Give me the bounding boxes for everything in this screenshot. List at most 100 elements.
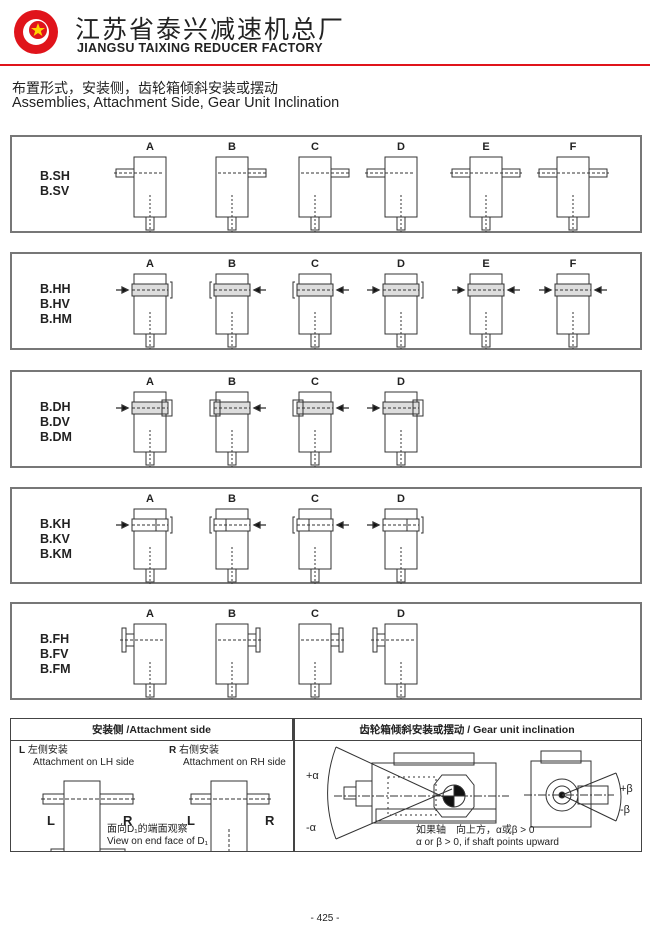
column-letter: A [146, 493, 154, 505]
inclination-diagram: +α -α +β -β [306, 746, 633, 840]
arrow-left-icon [252, 403, 266, 413]
arrow-right-icon [452, 285, 466, 295]
assembly-diagram-a: A [114, 141, 167, 232]
lh-diagram-l: L [47, 813, 55, 828]
column-letter: A [146, 376, 154, 388]
minus-alpha-label: -α [306, 822, 317, 834]
lh-cn: 左侧安装 [27, 745, 68, 756]
attachment-inclination-box: 安装侧 /Attachment side 齿轮箱倾斜安装或摆动 / Gear u… [10, 718, 642, 852]
arrow-left-icon [335, 520, 349, 530]
column-letter: A [146, 608, 154, 620]
column-letter: B [228, 258, 236, 270]
assembly-code: B.FM [40, 662, 71, 676]
assembly-code: B.DH [40, 400, 71, 414]
inclination-note-en: α or β > 0, if shaft points upward [416, 837, 559, 848]
arrow-left-icon [506, 285, 520, 295]
lh-letter: L [19, 745, 26, 756]
attachment-side-header: 安装侧 /Attachment side [11, 719, 293, 741]
arrow-right-icon [539, 285, 553, 295]
minus-beta-label: -β [620, 804, 630, 816]
assembly-diagram-f: F [537, 141, 609, 232]
plus-beta-label: +β [620, 783, 633, 795]
column-letter: A [146, 258, 154, 270]
arrow-left-icon [335, 403, 349, 413]
assembly-code: B.DM [40, 430, 72, 444]
assembly-diagram-a: A [120, 608, 167, 699]
lh-attachment-drawing [41, 780, 135, 851]
arrow-right-icon [367, 520, 381, 530]
assembly-code: B.SH [40, 169, 70, 183]
header-divider [0, 64, 650, 66]
column-letter: B [228, 376, 236, 388]
assembly-code: B.SV [40, 184, 70, 198]
assembly-diagram-c: C [292, 258, 349, 349]
assembly-code: B.FV [40, 647, 69, 661]
view-note-en: View on end face of D₁ [107, 836, 209, 847]
assembly-code: B.KH [40, 517, 71, 531]
assembly-diagram-b: B [209, 258, 266, 349]
column-letter: C [311, 493, 319, 505]
arrow-right-icon [116, 520, 130, 530]
rh-diagram-r: R [265, 813, 275, 828]
column-letter: F [570, 141, 577, 153]
assembly-code: B.HH [40, 282, 71, 296]
assembly-diagram-a: A [116, 493, 173, 584]
assembly-code: B.HM [40, 312, 72, 326]
assembly-diagram-a: A [116, 258, 173, 349]
arrow-right-icon [116, 403, 130, 413]
assembly-code: B.KV [40, 532, 70, 546]
column-letter: D [397, 258, 405, 270]
assembly-diagram-e: E [452, 258, 520, 349]
arrow-left-icon [252, 285, 266, 295]
column-letter: F [570, 258, 577, 270]
lh-diagram-r: R [123, 813, 133, 828]
assembly-diagram-d: D [371, 608, 418, 699]
column-letter: D [397, 141, 405, 153]
plus-alpha-label: +α [306, 770, 319, 782]
company-name-cn: 江苏省泰兴减速机总厂 [75, 15, 346, 44]
arrow-right-icon [367, 285, 381, 295]
arrow-right-icon [116, 285, 130, 295]
assembly-diagram-c: C [292, 376, 349, 467]
assembly-diagram-b: B [209, 493, 266, 584]
assembly-diagram-d: D [367, 493, 424, 584]
assembly-code: B.FH [40, 632, 70, 646]
arrow-right-icon [367, 403, 381, 413]
column-letter: C [311, 608, 319, 620]
rh-diagram-l: L [187, 813, 195, 828]
attachment-diagrams [41, 780, 271, 851]
column-letter: E [482, 258, 489, 270]
column-letter: C [311, 258, 319, 270]
assembly-diagram-e: E [450, 141, 522, 232]
view-note-cn: 面向D₁的端面观察 [107, 824, 188, 835]
column-letter: B [228, 608, 236, 620]
assembly-diagram-c: C [298, 608, 345, 699]
assembly-diagram-b: B [209, 376, 266, 467]
assembly-diagram-a: A [116, 376, 173, 467]
column-letter: A [146, 141, 154, 153]
arrow-left-icon [593, 285, 607, 295]
assembly-code: B.HV [40, 297, 70, 311]
inclination-note-cn: 如果轴 向上方，α或β > 0 [416, 825, 535, 836]
column-letter: B [228, 493, 236, 505]
assembly-diagram-d: D [367, 376, 424, 467]
assembly-diagram-f: F [539, 258, 607, 349]
assembly-diagram-c: C [298, 141, 351, 232]
inclination-header: 齿轮箱倾斜安装或摆动 / Gear unit inclination [293, 719, 641, 741]
column-letter: B [228, 141, 236, 153]
assembly-diagram-d: D [367, 258, 424, 349]
arrow-left-icon [335, 285, 349, 295]
column-letter: D [397, 608, 405, 620]
column-letter: D [397, 493, 405, 505]
arrow-left-icon [252, 520, 266, 530]
